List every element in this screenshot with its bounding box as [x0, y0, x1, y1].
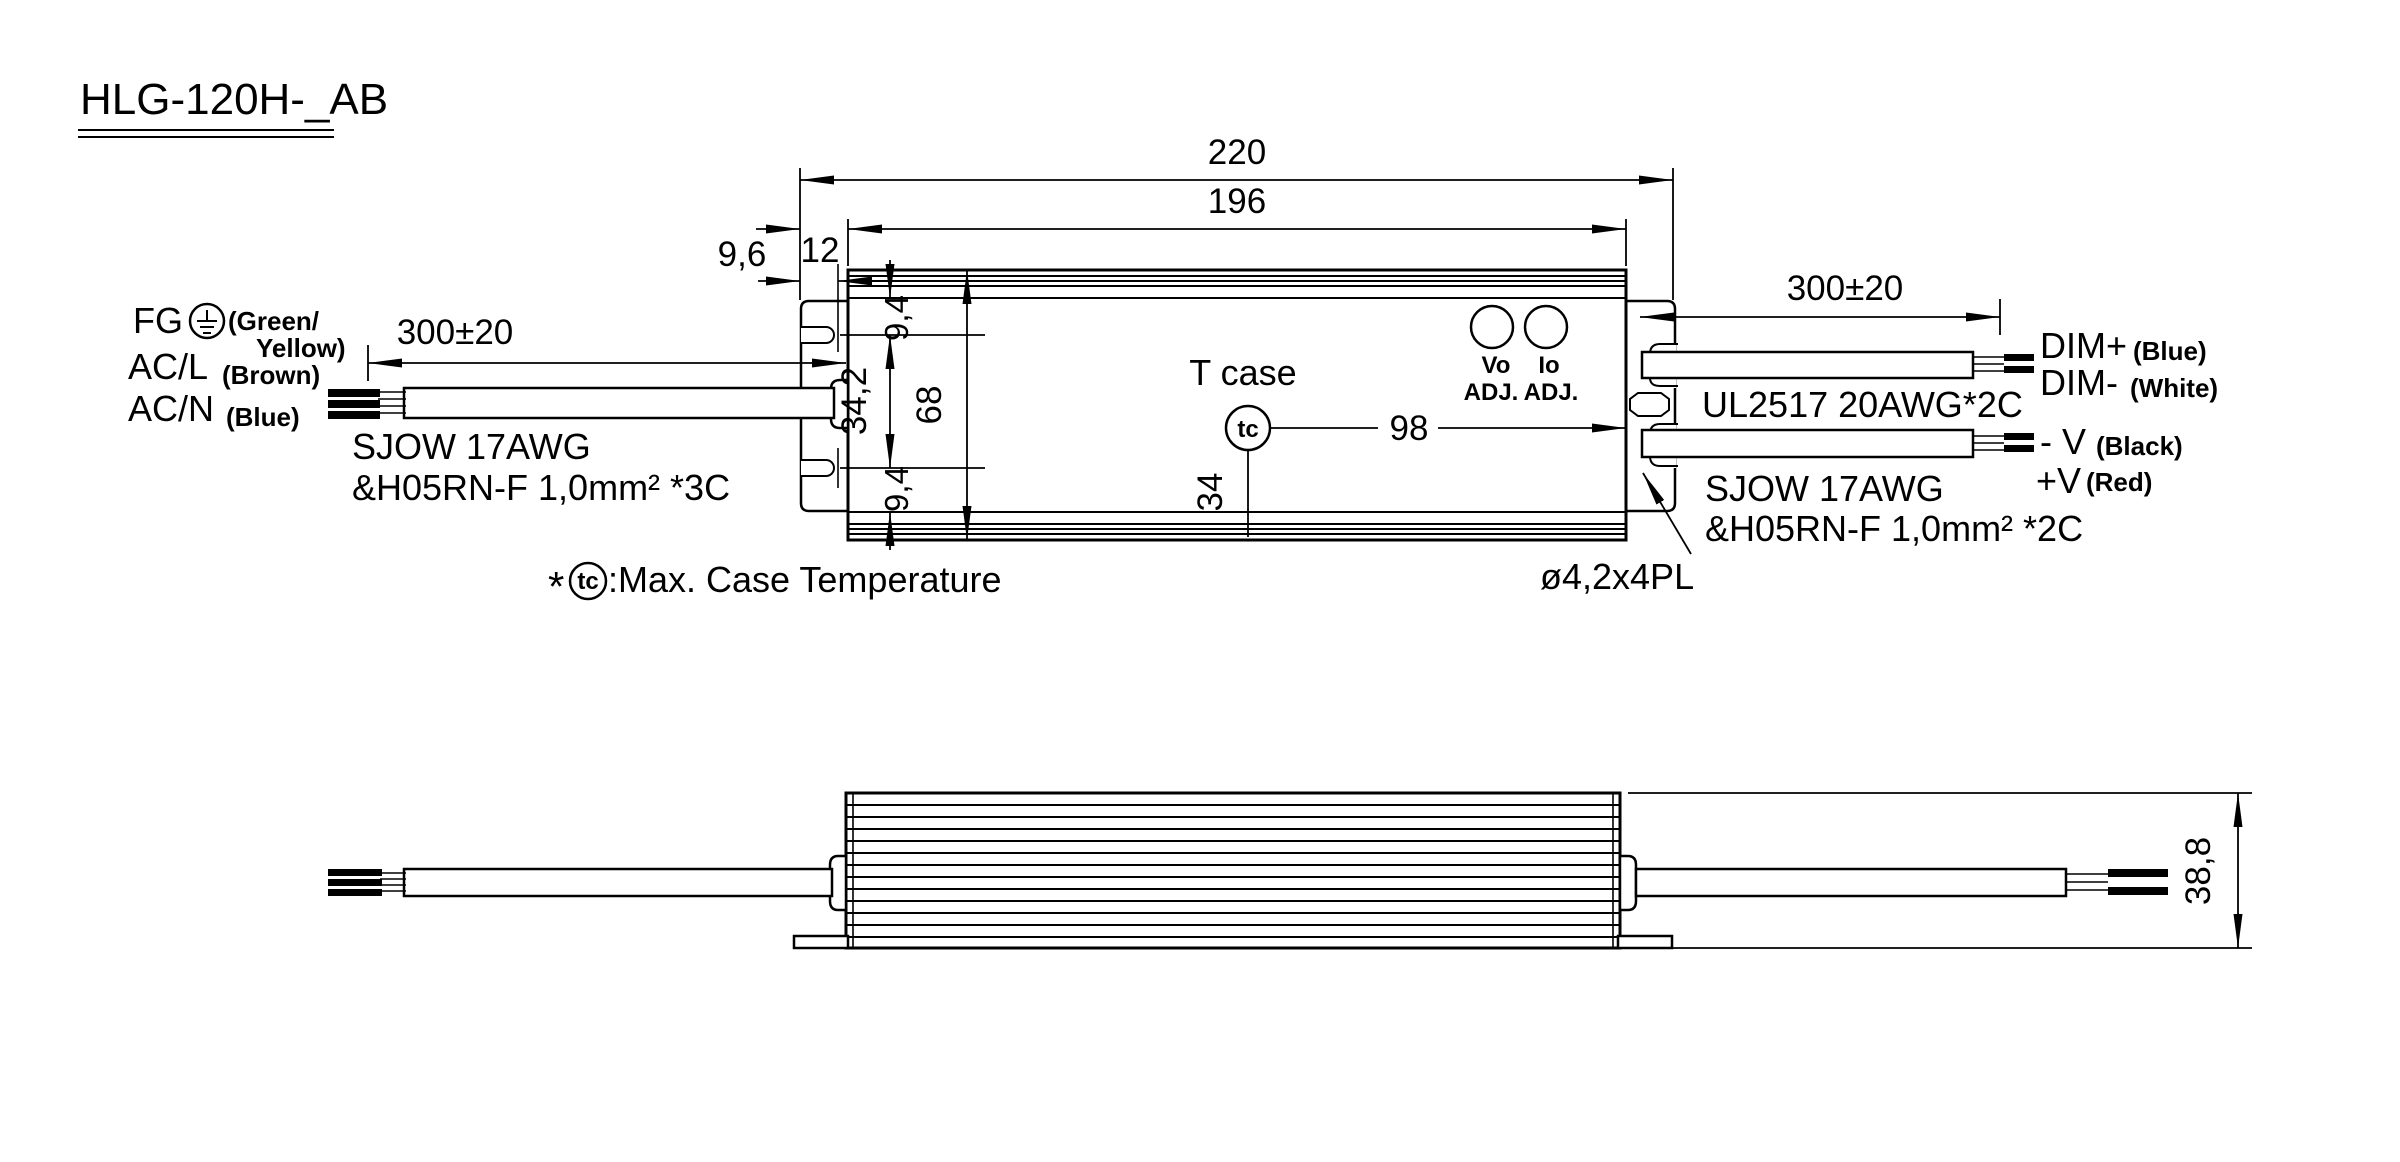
svg-text:196: 196	[1208, 182, 1266, 221]
page-title: HLG-120H-_AB	[80, 75, 388, 124]
side-output-jacket	[1634, 867, 2068, 898]
vo-adj-label: ADJ.	[1464, 379, 1519, 406]
acn-color: (Blue)	[226, 402, 300, 432]
dc-wire-tip-2	[2004, 445, 2034, 452]
svg-text:300±20: 300±20	[397, 313, 514, 352]
mounting-hole-callout: ø4,2x4PL	[1540, 472, 1694, 597]
dim-hole-span: 34,2	[835, 367, 874, 435]
dim-plus-label: DIM+	[2040, 325, 2127, 366]
dim-input-lead-length: 300±20	[367, 313, 846, 381]
dim-hole-bottom: 9,4	[878, 466, 915, 512]
dim-output-lead-length: 300±20	[1640, 269, 2001, 335]
top-view: tc T case 34 98 Vo Io ADJ. ADJ. 220 196 …	[128, 133, 2218, 597]
signal-cable-spec: UL2517 20AWG*2C	[1702, 384, 2023, 425]
side-left-foot	[792, 934, 850, 950]
dim-output-cable	[1640, 350, 2034, 380]
dim-tc-bottom: 34	[1191, 473, 1230, 512]
fg-color-line2: Yellow)	[256, 333, 346, 363]
dim-side-height: 38,8	[1628, 792, 2252, 949]
dim-minus-label: DIM-	[2040, 362, 2118, 403]
v-plus-label: +V	[2036, 460, 2081, 501]
dim-tc-right: 98	[1390, 409, 1429, 448]
dim-vertical-chain: 9,4 34,2 68 9,4	[835, 260, 985, 550]
side-input-cable	[328, 867, 834, 898]
side-left-gland	[828, 854, 848, 912]
mounting-hole-note: ø4,2x4PL	[1540, 556, 1694, 597]
io-label: Io	[1538, 352, 1559, 379]
fg-color-line1: (Green/	[228, 306, 319, 336]
output-wire-legend: DIM+ (Blue) DIM- (White) UL2517 20AWG*2C…	[1702, 325, 2218, 549]
dim-case-height: 68	[910, 386, 949, 425]
io-adj-knob-icon	[1523, 304, 1569, 350]
dim-hole-top: 9,4	[878, 295, 915, 341]
dim-wire-tip-2	[2004, 366, 2034, 373]
fg-label: FG	[133, 300, 183, 341]
vo-adj-knob-icon	[1469, 304, 1515, 350]
input-wire-tip-3	[328, 411, 380, 419]
dim-end-offset: 12	[756, 224, 840, 270]
v-minus-label: - V	[2040, 421, 2086, 462]
vo-label: Vo	[1482, 352, 1511, 379]
dim-overall-length: 220	[799, 133, 1674, 300]
footnote-tc-circle-icon	[568, 561, 608, 601]
side-view: 38,8	[328, 791, 2252, 950]
dim-body-length: 196	[847, 182, 1627, 266]
svg-text:300±20: 300±20	[1787, 269, 1904, 308]
v-minus-color: (Black)	[2096, 431, 2183, 461]
footnote-text: :Max. Case Temperature	[608, 559, 1002, 600]
side-output-cable	[1634, 867, 2168, 898]
acl-label: AC/L	[128, 346, 208, 387]
output-cable-spec-1: SJOW 17AWG	[1705, 468, 1944, 509]
oval-mounting-hole	[1629, 392, 1670, 417]
footnote-tc-symbol: tc	[577, 568, 598, 595]
input-cable-spec-2: &H05RN-F 1,0mm² *3C	[352, 467, 730, 508]
side-right-foot	[1616, 934, 1674, 950]
case-bottom-groove-lines	[848, 511, 1626, 535]
ac-input-cable	[328, 386, 836, 420]
mounting-slot-top	[801, 326, 835, 344]
dc-wire-tip-1	[2004, 433, 2034, 440]
dim-wire-tip-1	[2004, 354, 2034, 361]
acl-color: (Brown)	[222, 360, 320, 390]
dc-cable-jacket	[1640, 428, 1975, 459]
dim-hole-edge-offset: 9,6	[718, 235, 880, 286]
input-cable-spec-1: SJOW 17AWG	[352, 426, 591, 467]
dim-plus-color: (Blue)	[2133, 336, 2207, 366]
svg-text:9,6: 9,6	[718, 235, 767, 274]
footnote: * tc :Max. Case Temperature	[548, 559, 1002, 610]
svg-text:12: 12	[801, 231, 840, 270]
io-adj-label: ADJ.	[1524, 379, 1579, 406]
tc-symbol: tc	[1237, 416, 1258, 443]
dc-output-cable	[1640, 428, 2034, 459]
title-block: HLG-120H-_AB	[78, 75, 388, 138]
side-height-value: 38,8	[2179, 837, 2218, 905]
output-cable-spec-2: &H05RN-F 1,0mm² *2C	[1705, 508, 2083, 549]
footnote-asterisk: *	[548, 563, 564, 610]
svg-text:220: 220	[1208, 133, 1266, 172]
input-wire-tip-2	[328, 400, 380, 408]
side-case-fins	[846, 804, 1620, 938]
side-input-jacket	[402, 867, 834, 898]
side-right-gland	[1618, 854, 1638, 912]
input-wire-tip-1	[328, 389, 380, 397]
input-cable-jacket	[402, 386, 836, 420]
input-wire-legend: FG (Green/ Yellow) AC/L (Brown) AC/N (Bl…	[128, 300, 730, 508]
mounting-slot-bottom	[801, 459, 835, 477]
acn-label: AC/N	[128, 388, 214, 429]
dim-minus-color: (White)	[2130, 373, 2218, 403]
dim-cable-jacket	[1640, 350, 1975, 380]
tcase-label: T case	[1189, 352, 1296, 393]
case-top-groove-lines	[848, 275, 1626, 299]
v-plus-color: (Red)	[2086, 467, 2152, 497]
fg-earth-icon	[188, 302, 226, 340]
